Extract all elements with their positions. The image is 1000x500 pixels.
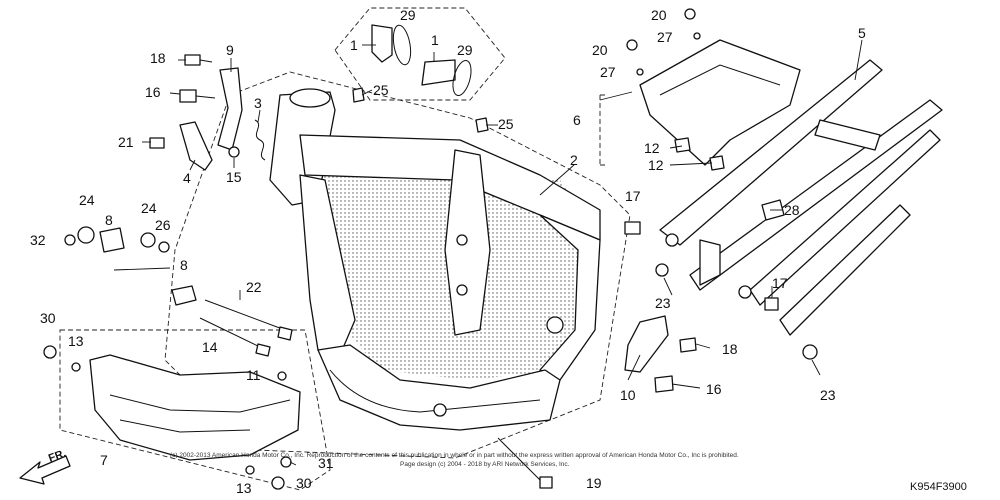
callout-26: 26 [155,217,171,233]
callout-17: 17 [772,275,788,291]
callout-10: 10 [620,387,636,403]
callout-15: 15 [226,169,242,185]
callout-5: 5 [858,25,866,41]
callout-32: 32 [30,232,46,248]
callout-12: 12 [648,157,664,173]
callout-16: 16 [706,381,722,397]
callout-8: 8 [180,257,188,273]
skid-plate[interactable] [43,345,301,490]
left-brackets[interactable] [64,54,293,357]
leader-lines [113,39,863,466]
front-direction-arrow: FR. [19,447,71,485]
callout-21: 21 [118,134,134,150]
callout-29: 29 [400,7,416,23]
diagram-code: K954F3900 [910,481,967,493]
rear-subframe[interactable] [659,59,943,336]
callout-28: 28 [784,202,800,218]
callout-17: 17 [625,188,641,204]
callout-13: 13 [236,480,252,496]
callout-27: 27 [657,29,673,45]
engine-hanger[interactable] [624,315,697,393]
callout-3: 3 [254,95,262,111]
callout-19: 19 [586,475,602,491]
group-boundary-top [334,7,506,101]
group-boundary-skid [59,329,331,491]
callout-13: 13 [68,333,84,349]
top-parts[interactable] [352,24,489,133]
callout-24: 24 [79,192,95,208]
page-design-credit: Page design (c) 2004 - 2018 by ARI Netwo… [400,461,570,468]
callout-22: 22 [246,279,262,295]
upper-bracket[interactable] [626,8,801,171]
group-boundary-frame [164,71,631,459]
callout-9: 9 [226,42,234,58]
right-bolts[interactable] [497,221,818,489]
callout-12: 12 [644,140,660,156]
callout-23: 23 [655,295,671,311]
callout-31: 31 [318,455,334,471]
callout-20: 20 [592,42,608,58]
callout-25: 25 [498,116,514,132]
callout-11: 11 [246,367,261,383]
callout-18: 18 [150,50,166,66]
callout-20: 20 [651,7,667,23]
callout-1: 1 [350,37,358,53]
callout-6: 6 [573,112,581,128]
callout-4: 4 [183,170,191,186]
callout-29: 29 [457,42,473,58]
main-frame[interactable] [269,88,601,431]
copyright-text: (c) 2002-2013 American Honda Motor Co., … [170,452,739,459]
callout-8: 8 [105,212,113,228]
callout-14: 14 [202,339,218,355]
callout-7: 7 [100,452,108,468]
callout-23: 23 [820,387,836,403]
callout-24: 24 [141,200,157,216]
callout-25: 25 [373,82,389,98]
callout-16: 16 [145,84,161,100]
callout-30: 30 [40,310,56,326]
callout-labels: 29 1 1 29 25 25 18 9 16 3 21 4 15 24 24 … [30,7,866,496]
callout-18: 18 [722,341,738,357]
callout-1: 1 [431,32,439,48]
callout-30: 30 [296,475,312,491]
direction-label: FR. [47,447,68,464]
callout-2: 2 [570,152,578,168]
group-boundary-right [599,94,605,166]
callout-27: 27 [600,64,616,80]
